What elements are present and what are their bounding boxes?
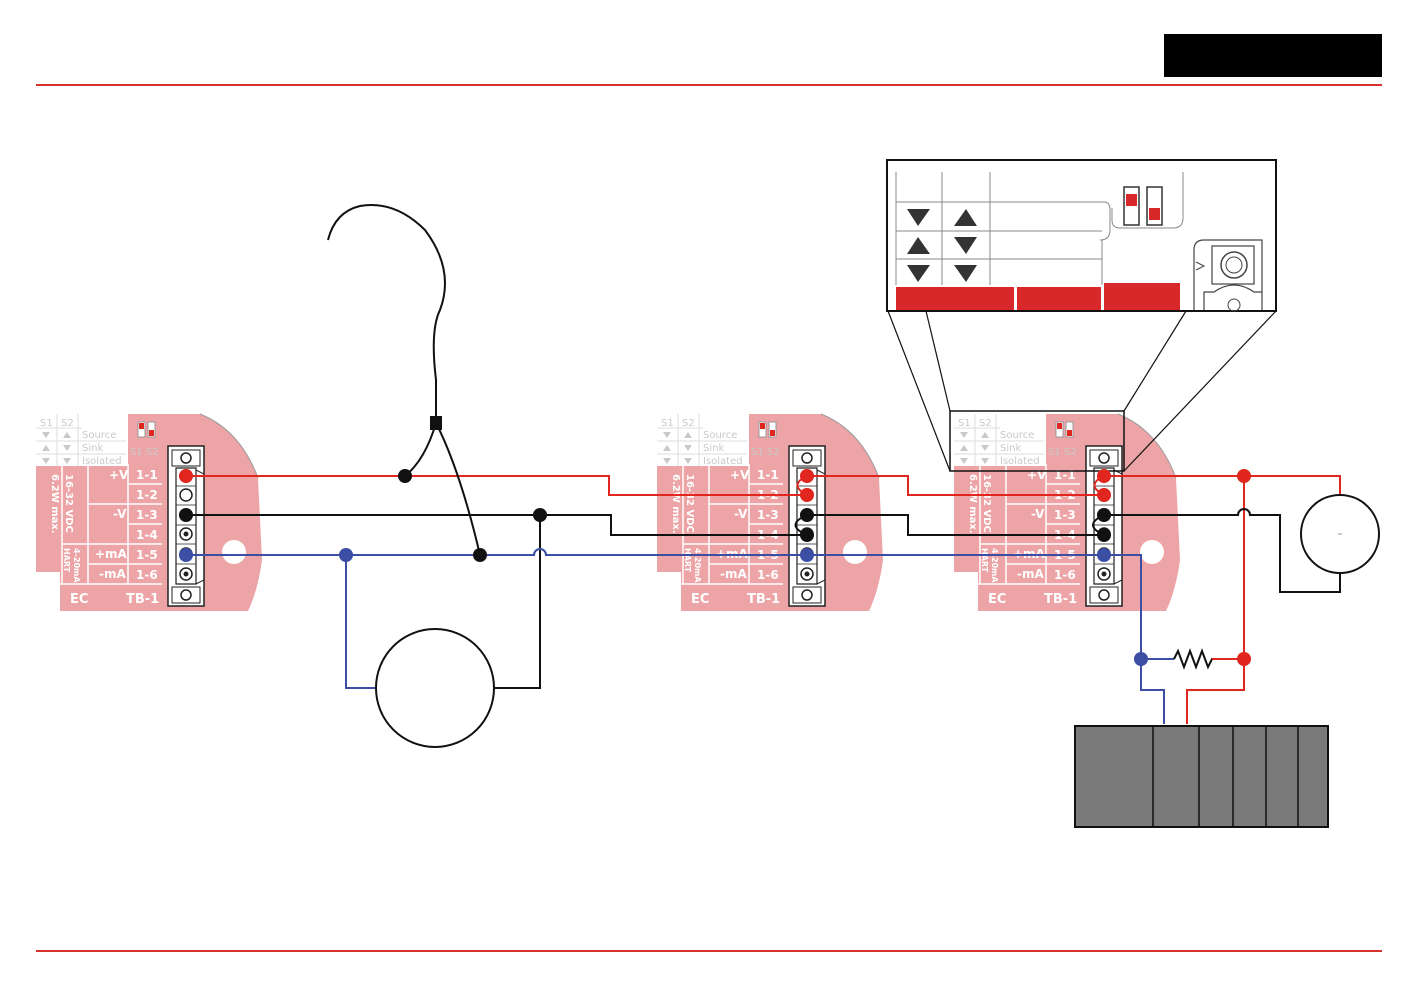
- down-arrow-icon: [954, 265, 977, 282]
- module-code: EC: [691, 592, 709, 607]
- ma-minus-label: -mA: [1017, 567, 1044, 581]
- header-label-box: [1164, 34, 1382, 77]
- zoom-line-3: [1123, 310, 1187, 412]
- mode-sink: Sink: [1000, 443, 1021, 454]
- black-wire-main: [186, 514, 807, 536]
- down-arrow-icon: [907, 265, 930, 282]
- module-code: EC: [988, 592, 1006, 607]
- red-wire-link: [807, 475, 1104, 496]
- red-wire-main: [186, 475, 807, 496]
- down-arrow-icon: [954, 237, 977, 254]
- supply-rating-1: 16-32 VDC: [981, 474, 992, 533]
- pin-1-1: 1-1: [136, 468, 158, 482]
- power-label: +V: [1027, 468, 1047, 482]
- loop-rating-2: HART: [980, 548, 989, 573]
- blue-wire-main: [186, 548, 1104, 556]
- meter-device: [375, 628, 495, 748]
- loop-rating-2: HART: [62, 548, 71, 573]
- black-wire-supply: [1104, 508, 1341, 593]
- zoom-highlight-box: [949, 410, 1125, 472]
- module-labels-left: S1 S2 Source Sink Isolated S1 S2 +V -V +…: [40, 418, 159, 607]
- ma-minus-label: -mA: [720, 567, 747, 581]
- pin-1-6: 1-6: [1054, 568, 1076, 582]
- mode-sink: Sink: [703, 443, 724, 454]
- mode-source: Source: [1000, 430, 1034, 441]
- pin-1-1: 1-1: [1054, 468, 1076, 482]
- supply-rating-2: 6.2W max.: [670, 474, 681, 534]
- common-label: -V: [1031, 507, 1045, 521]
- pin-1-5: 1-5: [136, 548, 158, 562]
- switch-header-s1: S1: [661, 418, 674, 429]
- blue-wire-to-plc: [1104, 554, 1165, 724]
- pin-header: S1 S2: [130, 447, 159, 458]
- switch-table-inset: [886, 159, 1277, 312]
- red-wire-supply: [1104, 475, 1341, 500]
- block-name: TB-1: [1044, 592, 1077, 607]
- block-name: TB-1: [126, 592, 159, 607]
- common-label: -V: [113, 507, 127, 521]
- pin-1-3: 1-3: [1054, 508, 1076, 522]
- zoom-line-4: [1123, 310, 1277, 472]
- resistor-icon: [1173, 648, 1244, 670]
- common-label: -V: [734, 507, 748, 521]
- pin-1-1: 1-1: [757, 468, 779, 482]
- zoom-line-1: [887, 310, 951, 472]
- up-arrow-icon: [907, 237, 930, 254]
- cable-junction: [430, 416, 442, 430]
- mode-source: Source: [82, 430, 116, 441]
- module-code: EC: [70, 592, 88, 607]
- switch-header-s2: S2: [682, 418, 695, 429]
- pin-1-2: 1-2: [136, 488, 158, 502]
- black-wire-link: [807, 514, 1104, 536]
- supply-rating-1: 16-32 VDC: [63, 474, 74, 533]
- black-handheld-cable: [404, 422, 481, 556]
- switch-header-s2: S2: [61, 418, 74, 429]
- mode-isolated: Isolated: [1000, 456, 1040, 467]
- pin-1-3: 1-3: [136, 508, 158, 522]
- loop-rating-1: 4-20mA: [990, 548, 999, 583]
- module-labels-right: S1 S2 Source Sink Isolated S1 S2 +V -V +…: [958, 418, 1077, 607]
- up-arrow-icon: [954, 209, 977, 226]
- loop-rating-1: 4-20mA: [693, 548, 702, 583]
- pin-header: S1 S2: [751, 447, 780, 458]
- black-handheld-lead: [327, 204, 446, 423]
- switch-header-s1: S1: [958, 418, 971, 429]
- switch-header-s1: S1: [40, 418, 53, 429]
- mode-sink: Sink: [82, 443, 103, 454]
- supply-rating-2: 6.2W max.: [49, 474, 60, 534]
- supply-rating-1: 16-32 VDC: [684, 474, 695, 533]
- mode-isolated: Isolated: [703, 456, 743, 467]
- pin-1-6: 1-6: [136, 568, 158, 582]
- ma-minus-label: -mA: [99, 567, 126, 581]
- switch-header-s2: S2: [979, 418, 992, 429]
- power-label: +V: [730, 468, 750, 482]
- block-name: TB-1: [747, 592, 780, 607]
- down-arrow-icon: [907, 209, 930, 226]
- pin-1-6: 1-6: [757, 568, 779, 582]
- mode-isolated: Isolated: [82, 456, 122, 467]
- ma-plus-label: +mA: [95, 547, 128, 561]
- terminal-dots: [179, 469, 1251, 666]
- pin-1-3: 1-3: [757, 508, 779, 522]
- supply-rating-2: 6.2W max.: [967, 474, 978, 534]
- plc-rack: [1074, 725, 1329, 828]
- loop-rating-1: 4-20mA: [72, 548, 81, 583]
- red-wire-down: [1186, 476, 1245, 724]
- black-wire-to-meter: [494, 515, 541, 689]
- mode-source: Source: [703, 430, 737, 441]
- loop-rating-2: HART: [683, 548, 692, 573]
- power-label: +V: [109, 468, 129, 482]
- pin-1-4: 1-4: [136, 528, 158, 542]
- pin-header: S1 S2: [1048, 447, 1077, 458]
- zoom-line-2: [925, 310, 951, 412]
- blue-wire-to-meter: [345, 555, 376, 689]
